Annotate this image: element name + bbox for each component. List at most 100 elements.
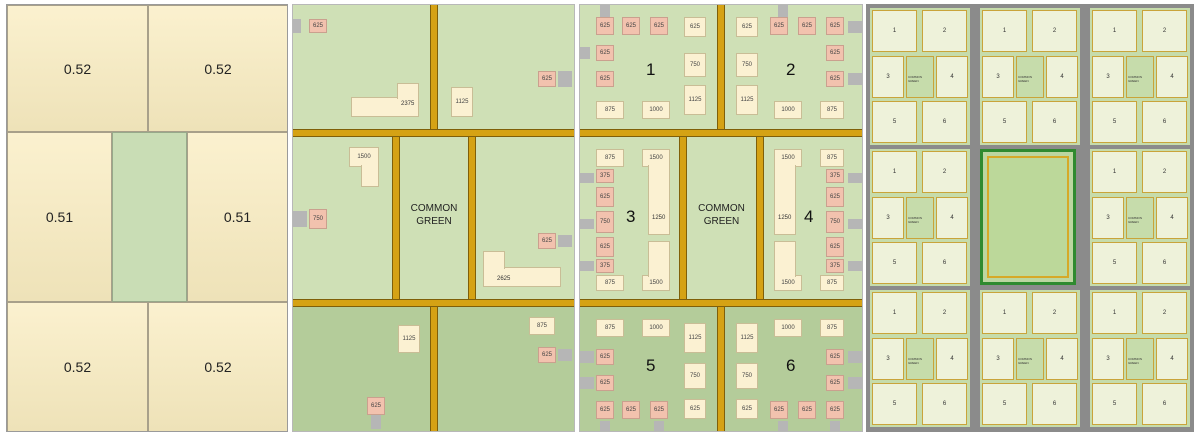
garage [580,47,590,59]
mini-block-number: 1 [1002,310,1007,316]
mini-common-green-label: COMMON GREEN [908,216,922,224]
mini-block-number: 5 [892,401,897,407]
garage [580,173,594,183]
lot-label: 2625 [497,276,511,282]
garage [778,5,788,17]
mini-common-green-label: COMMON GREEN [1128,357,1142,365]
mini-block: 3 [982,56,1014,98]
lot-1125: 1125 [736,323,758,353]
mini-block: 5 [1092,101,1137,143]
mini-common-green-label: COMMON GREEN [1128,75,1142,83]
lot-625: 625 [826,375,844,391]
lot-1000: 1000 [642,101,670,119]
lot-top-left: 0.52 [7,5,148,132]
lot-1000: 1000 [642,319,670,337]
mini-block-number: 6 [1162,119,1167,125]
block-number: 6 [786,356,796,375]
lot-625: 625 [596,401,614,419]
mini-block-number: 5 [1002,119,1007,125]
block-number: 3 [626,207,636,226]
mini-block: 2 [1142,10,1187,52]
lot-625: 625 [538,71,556,87]
garage [848,351,862,363]
lot-1125: 1125 [451,87,473,117]
garage [580,219,594,229]
lot-625: 625 [622,17,640,35]
mini-block: 1 [1092,151,1137,193]
lot-1500: 1500 [642,275,670,291]
lot-375: 375 [826,259,844,273]
mini-block: 3 [1092,56,1124,98]
mini-block-number: 5 [1112,401,1117,407]
lot-750: 750 [826,211,844,233]
lot-875: 875 [529,317,555,335]
mini-block-number: 1 [1002,28,1007,34]
lot-value: 0.52 [63,60,92,77]
mini-block-number: 5 [892,119,897,125]
mini-block: 4 [1156,56,1188,98]
lot-875: 875 [596,149,624,167]
lot-625: 625 [684,17,706,37]
mini-block: 3 [872,56,904,98]
lot-625: 625 [596,375,614,391]
lot-1000: 1000 [774,319,802,337]
lot-2375-wing [397,83,419,99]
mini-common-green-label: COMMON GREEN [1128,216,1142,224]
mini-block: 2 [922,10,967,52]
garage [558,71,572,87]
garage [371,415,381,429]
mini-block: 1 [872,292,917,334]
mini-common-green: COMMON GREEN [906,56,934,98]
panel-lot-fractions: 0.52 0.52 0.51 0.51 0.52 0.52 [6,4,288,432]
mini-block-number: 6 [1162,401,1167,407]
mini-common-green: COMMON GREEN [906,338,934,380]
road [430,307,438,431]
mini-block-number: 4 [1060,74,1064,80]
mini-block-number: 2 [942,310,947,316]
lot-625: 625 [826,349,844,365]
mini-block-number: 4 [1060,356,1064,362]
mini-block-number: 6 [942,260,947,266]
garage [580,377,594,389]
lot-875: 875 [596,319,624,337]
mini-block: 4 [936,197,968,239]
mini-block: 6 [922,101,967,143]
lot-625: 625 [596,237,614,257]
lot-1500-wing [774,165,796,235]
garage [848,73,862,85]
garage [580,351,594,363]
road [392,137,400,301]
mini-block: 3 [872,338,904,380]
garage [293,19,301,33]
lot-value: 0.52 [63,359,92,375]
garage [558,235,572,247]
lot-875: 875 [820,149,844,167]
mini-block: 3 [872,197,904,239]
mini-block: 6 [1032,383,1077,425]
mini-block: 5 [1092,242,1137,284]
common-green-area [112,132,187,302]
lot-625: 625 [826,401,844,419]
lot-625: 625 [538,233,556,249]
lot-625: 625 [684,399,706,419]
mini-block: 2 [922,292,967,334]
mini-block-number: 3 [1106,356,1110,362]
mini-block-number: 1 [892,310,897,316]
mini-block: 1 [1092,10,1137,52]
lot-label: 1250 [778,215,792,221]
garage [600,421,610,431]
road [717,307,725,431]
lot-1000: 1000 [774,101,802,119]
lot-625: 625 [596,349,614,365]
mini-block: 3 [982,338,1014,380]
mini-block-number: 3 [1106,74,1110,80]
lot-875: 875 [596,101,624,119]
garage [848,173,862,183]
mini-block-number: 1 [892,169,897,175]
mini-block: 6 [1142,101,1187,143]
mini-block-number: 3 [886,74,890,80]
panel-site-plan-a: COMMON GREEN 625 2375 1125 625 1500 750 … [292,4,575,432]
garage [654,421,664,431]
road [756,137,764,301]
